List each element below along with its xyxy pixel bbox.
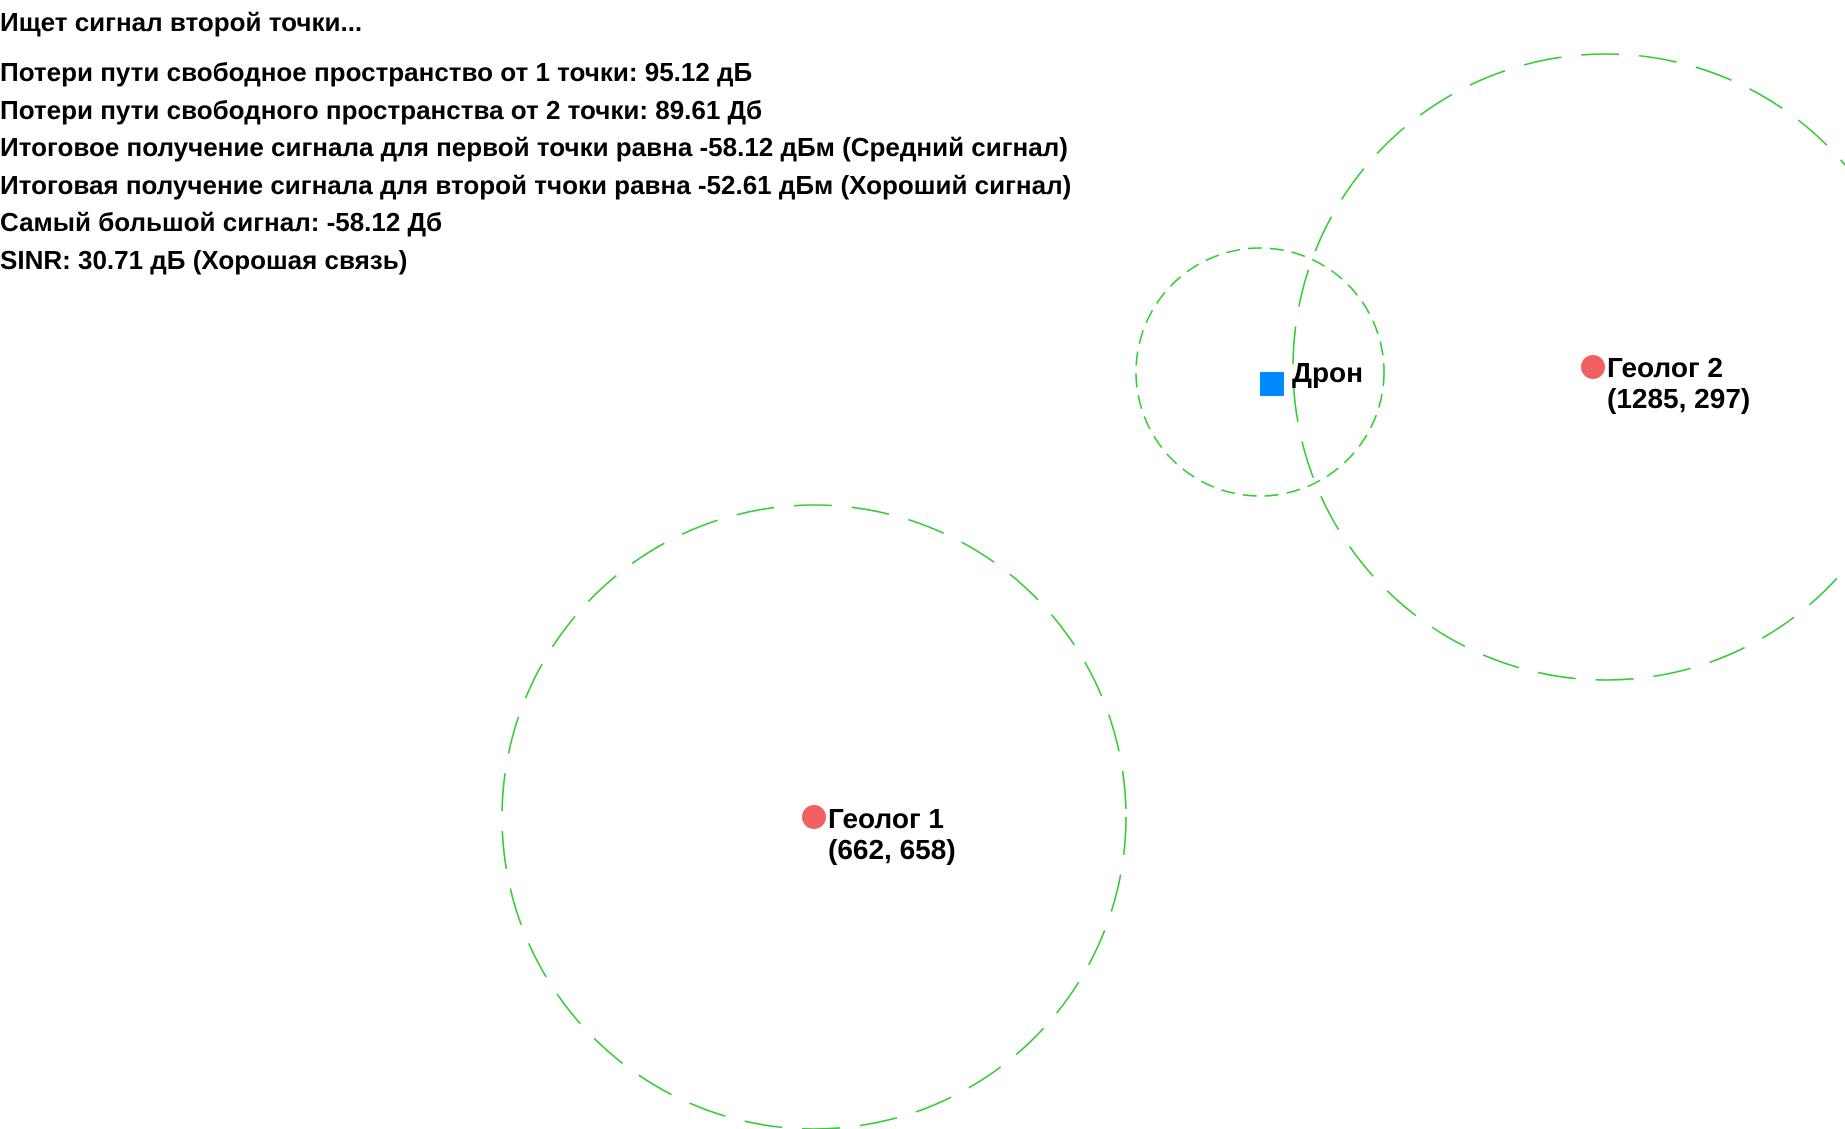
- geologist-1-name: Геолог 1: [828, 803, 944, 834]
- drone-range-circle: [1135, 247, 1385, 497]
- drone-label: Дрон: [1292, 357, 1363, 388]
- geologist-2-range-circle: [1292, 53, 1845, 681]
- drone-marker: [1260, 372, 1284, 396]
- geologist-1-label: Геолог 1 (662, 658): [828, 803, 956, 865]
- sinr-value: SINR: 30.71 дБ (Хорошая связь): [0, 244, 408, 275]
- geologist-1-marker: [802, 805, 826, 829]
- drone-label-text: Дрон: [1292, 357, 1364, 388]
- path-loss-point-1: Потери пути свободное пространство от 1 …: [0, 57, 753, 87]
- geologist-1-coords: (662, 658): [828, 834, 956, 865]
- geologist-2-label: Геолог 2 (1285, 297): [1607, 352, 1750, 414]
- geologist-2-coords: (1285, 297): [1607, 383, 1751, 414]
- status-message: Ищет сигнал второй точки...: [0, 7, 363, 37]
- strongest-signal: Самый большой сигнал: -58.12 Дб: [0, 207, 443, 237]
- signal-info-panel: Потери пути свободное пространство от 1 …: [0, 54, 1071, 279]
- geologist-1-range-circle: [501, 504, 1127, 1129]
- geologist-2-marker: [1581, 355, 1605, 379]
- path-loss-point-2: Потери пути свободного пространства от 2…: [0, 94, 763, 125]
- geologist-2-name: Геолог 2: [1607, 352, 1723, 383]
- received-signal-point-1: Итоговое получение сигнала для первой то…: [0, 132, 1068, 162]
- received-signal-point-2: Итоговая получение сигнала для второй тч…: [0, 169, 1072, 200]
